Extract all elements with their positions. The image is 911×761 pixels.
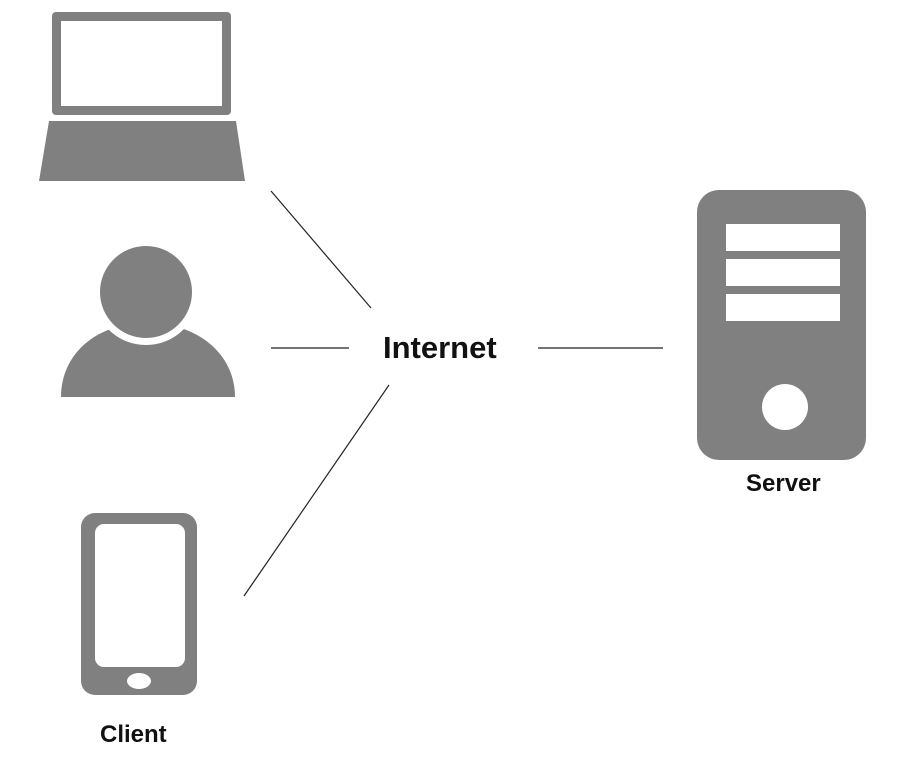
server-label: Server (746, 470, 821, 497)
phone-internet-line (243, 384, 390, 597)
server-icon (697, 190, 866, 460)
laptop-internet-line (270, 190, 372, 309)
phone-icon (81, 513, 197, 695)
internet-label: Internet (383, 330, 497, 365)
client-label: Client (100, 721, 167, 748)
user-icon (61, 239, 235, 397)
laptop-icon (39, 12, 245, 181)
